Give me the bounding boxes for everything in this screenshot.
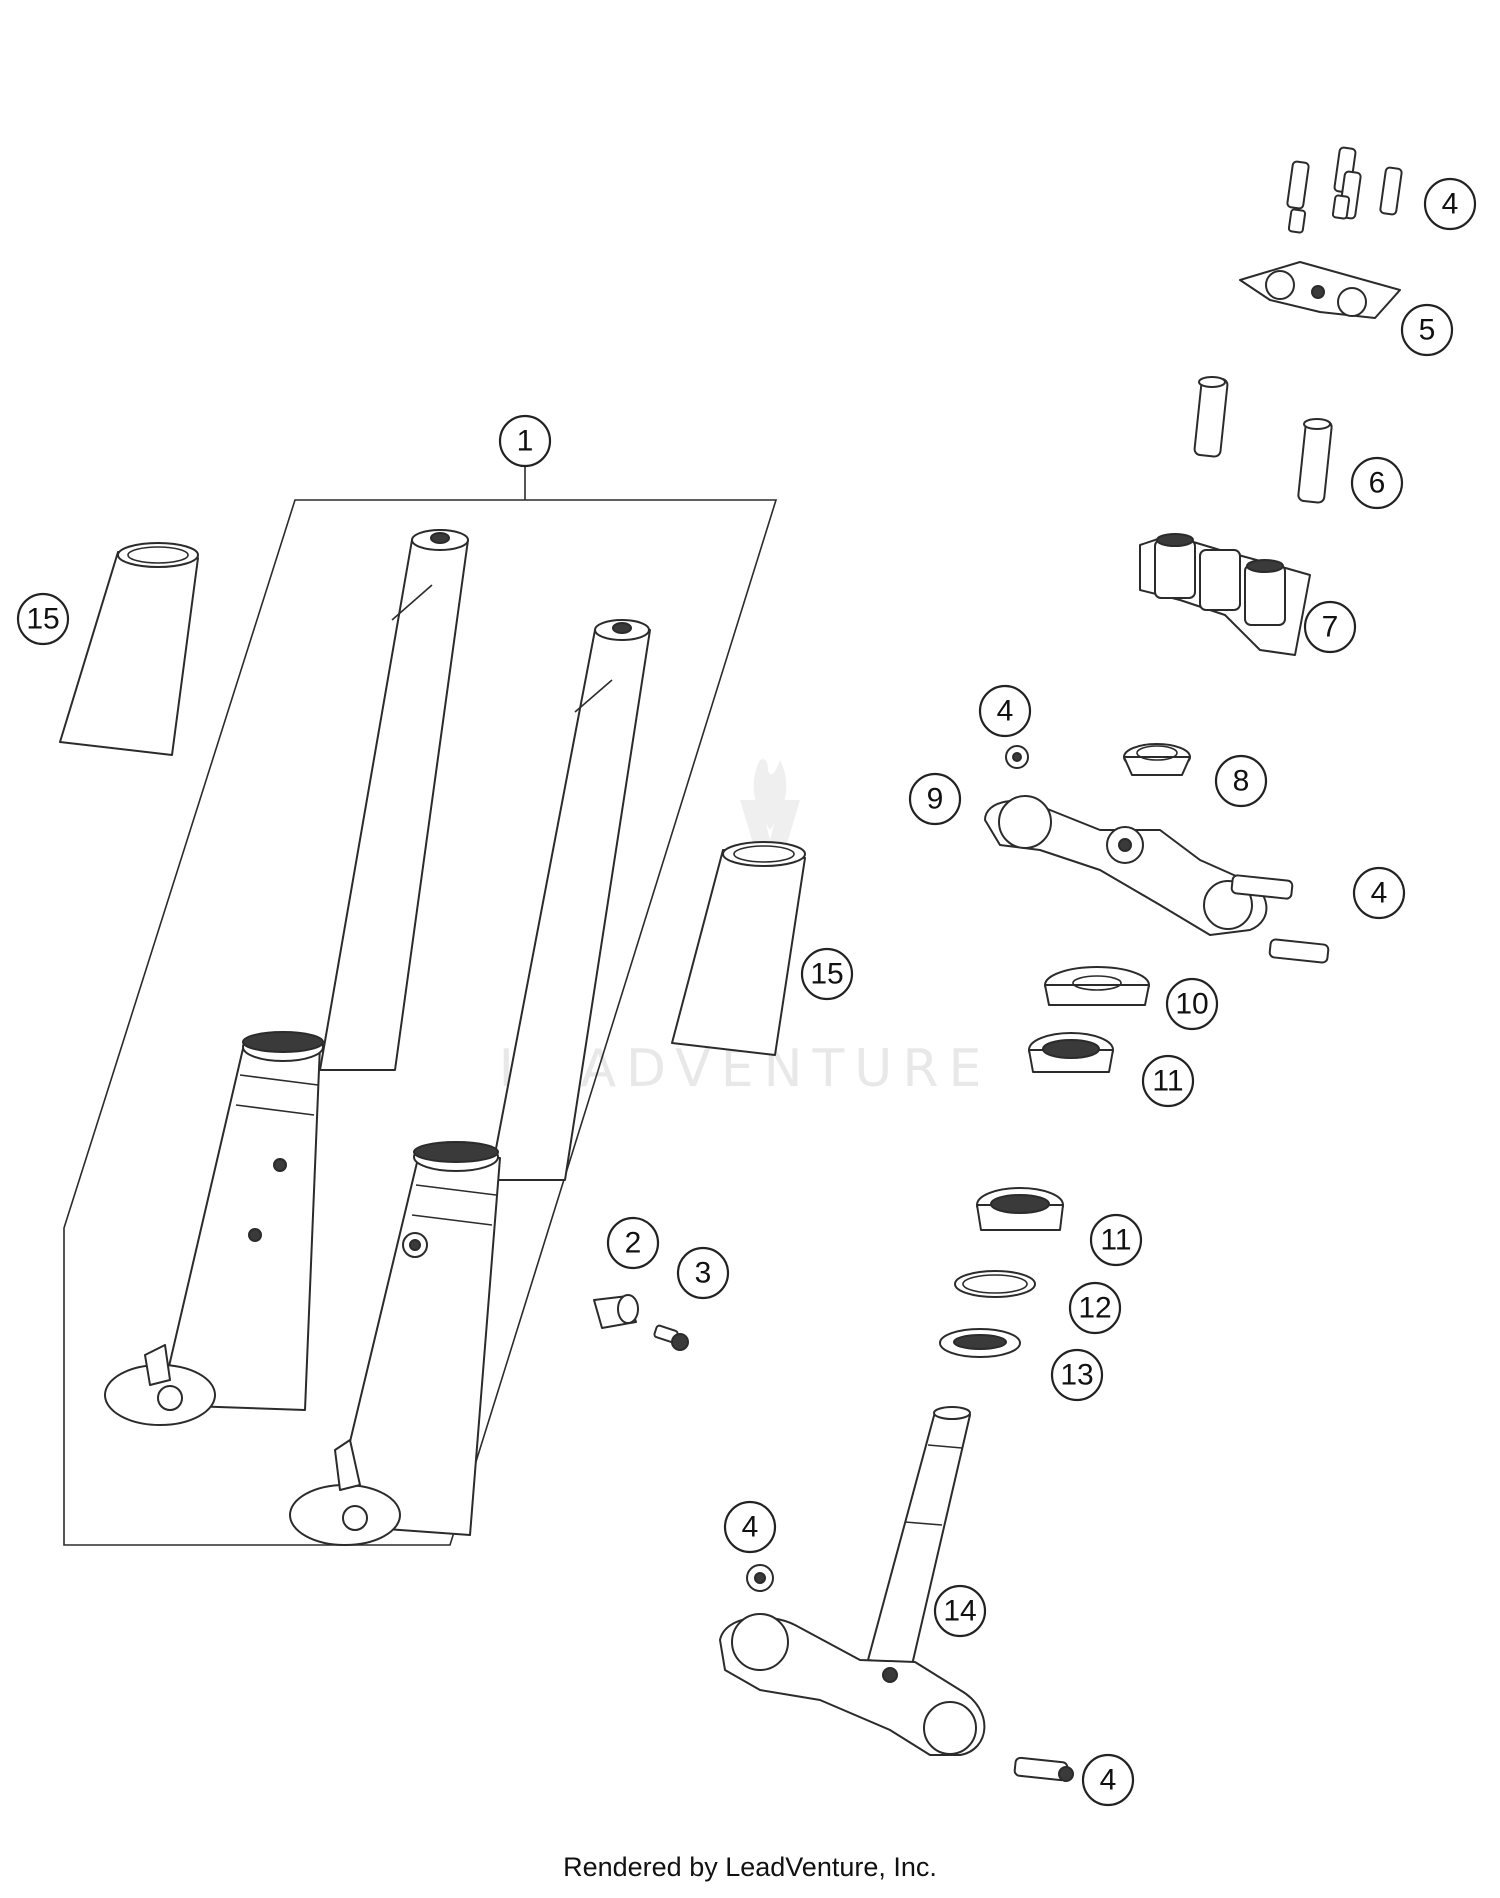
callout-15-right-label: 15 — [810, 958, 843, 991]
callout-9: 9 — [908, 772, 962, 826]
callout-8-label: 8 — [1233, 765, 1250, 798]
callout-4-lower-nut-label: 4 — [742, 1511, 759, 1544]
callout-7: 7 — [1303, 600, 1357, 654]
callout-5: 5 — [1400, 303, 1454, 357]
shim-ring — [954, 1270, 1036, 1298]
callout-4-side: 4 — [1352, 866, 1406, 920]
callout-10-label: 10 — [1175, 988, 1208, 1021]
clamp-bolts — [1193, 376, 1333, 504]
callout-2-label: 2 — [625, 1227, 642, 1260]
bottom-bolt — [1013, 1756, 1074, 1782]
callout-12-label: 12 — [1078, 1292, 1111, 1325]
callout-4-upper-nut-label: 4 — [997, 695, 1014, 728]
callout-1-label: 1 — [517, 425, 534, 458]
lower-seal — [939, 1328, 1021, 1358]
callout-2: 2 — [606, 1216, 660, 1270]
upper-triple-clamp — [984, 795, 1268, 936]
callout-4-bottom: 4 — [1081, 1753, 1135, 1807]
handlebar-risers — [1139, 533, 1311, 656]
fork-protector-left — [59, 542, 199, 756]
callout-11-lower-label: 11 — [1100, 1224, 1131, 1257]
callout-15-right: 15 — [800, 947, 854, 1001]
lower-nut — [746, 1564, 774, 1592]
handlebar-clamp-top — [1239, 261, 1401, 319]
callout-9-label: 9 — [927, 783, 944, 816]
callout-13: 13 — [1050, 1348, 1104, 1402]
callout-7-label: 7 — [1322, 611, 1339, 644]
footer-credit: Rendered by LeadVenture, Inc. — [563, 1852, 937, 1882]
callout-4-upper-nut: 4 — [978, 684, 1032, 738]
fork-assembly-frame — [63, 499, 778, 1546]
clip-screw — [653, 1324, 689, 1351]
callout-4-bottom-label: 4 — [1100, 1764, 1117, 1797]
callout-13-label: 13 — [1060, 1359, 1093, 1392]
cable-clip — [593, 1294, 639, 1329]
callout-1: 1 — [498, 414, 552, 468]
dust-seal — [1044, 966, 1150, 1006]
callout-15-left: 15 — [16, 592, 70, 646]
callout-8: 8 — [1214, 754, 1268, 808]
fork-protector-right — [671, 841, 806, 1056]
lower-bearing — [976, 1187, 1064, 1231]
callout-3: 3 — [676, 1246, 730, 1300]
side-bolts — [1230, 874, 1330, 964]
callout-4-top-label: 4 — [1442, 188, 1459, 221]
callout-4-side-label: 4 — [1371, 877, 1388, 910]
callout-3-label: 3 — [695, 1257, 712, 1290]
callout-11-upper-label: 11 — [1152, 1065, 1183, 1098]
lower-triple-clamp-stem — [719, 1406, 986, 1756]
callout-4-top: 4 — [1423, 177, 1477, 231]
fork-leg-right — [289, 619, 651, 1546]
callout-5-label: 5 — [1419, 314, 1436, 347]
upper-nut — [1005, 745, 1029, 769]
callout-12: 12 — [1068, 1281, 1122, 1335]
callout-11-lower: 11 — [1089, 1213, 1143, 1267]
callout-6-label: 6 — [1369, 467, 1386, 500]
callout-15-left-label: 15 — [26, 603, 59, 636]
callout-10: 10 — [1165, 977, 1219, 1031]
callout-6: 6 — [1350, 456, 1404, 510]
fork-leg-left — [104, 529, 469, 1426]
callout-11-upper: 11 — [1141, 1054, 1195, 1108]
upper-bearing — [1028, 1032, 1114, 1073]
steering-nut — [1123, 743, 1191, 776]
callout-14: 14 — [933, 1584, 987, 1638]
top-bolts — [1286, 146, 1403, 234]
callout-14-label: 14 — [943, 1595, 976, 1628]
callout-4-lower-nut: 4 — [723, 1500, 777, 1554]
